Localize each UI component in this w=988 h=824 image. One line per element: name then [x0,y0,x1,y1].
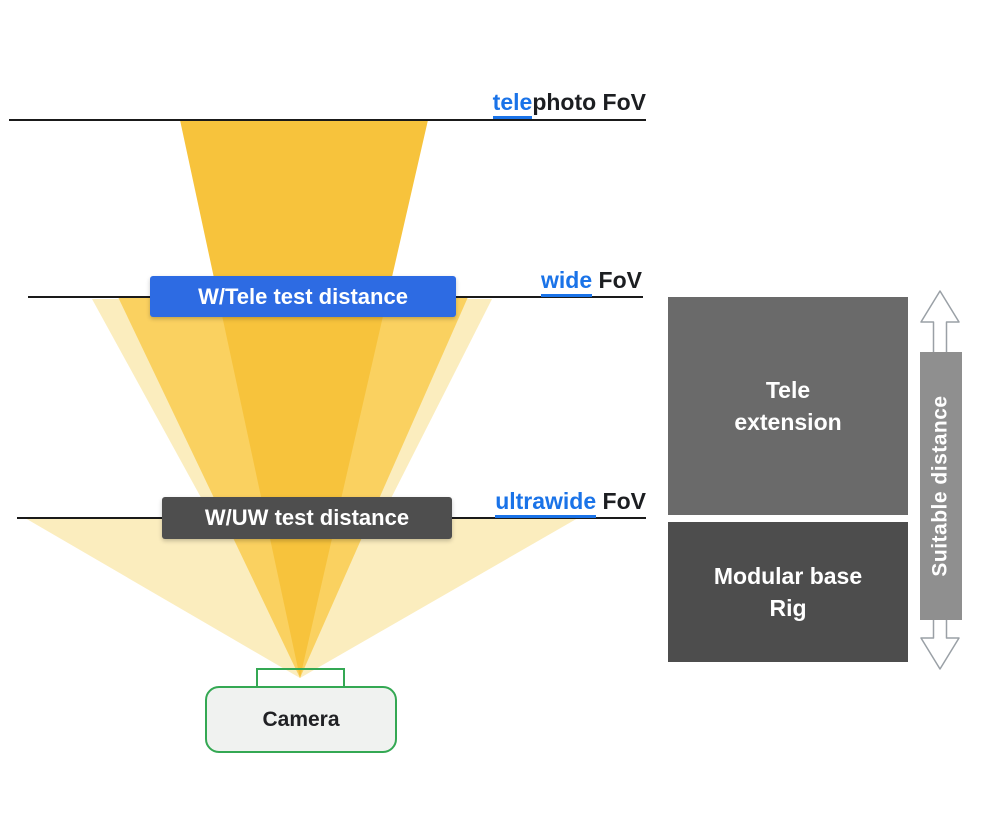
ultrawide-fov-rest: FoV [596,488,646,514]
ultrawide-fov-highlight: ultrawide [495,488,597,518]
wuw-test-distance-badge: W/UW test distance [162,497,452,539]
wtele-test-distance-badge: W/Tele test distance [150,276,456,317]
camera-label: Camera [262,707,340,731]
modular-base-rig-label: Modular base Rig [713,562,863,621]
suitable-distance-label-box: Suitable distance [920,352,962,620]
telephoto-fov-highlight: tele [492,89,533,119]
telephoto-cone [180,120,428,678]
wide-fov-highlight: wide [541,267,593,297]
telephoto-fov-label: telephoto FoV [492,89,646,119]
wide-fov-label: wide FoV [541,267,642,297]
ultrawide-fov-label: ultrawide FoV [495,488,646,518]
telephoto-fov-rest: photo FoV [532,89,646,115]
tele-extension-box: Tele extension [668,297,908,515]
camera-box: Camera [205,686,397,753]
tele-extension-label: Tele extension [734,376,842,435]
modular-base-rig-box: Modular base Rig [668,522,908,662]
wide-fov-rest: FoV [592,267,642,293]
suitable-distance-label: Suitable distance [929,395,952,577]
